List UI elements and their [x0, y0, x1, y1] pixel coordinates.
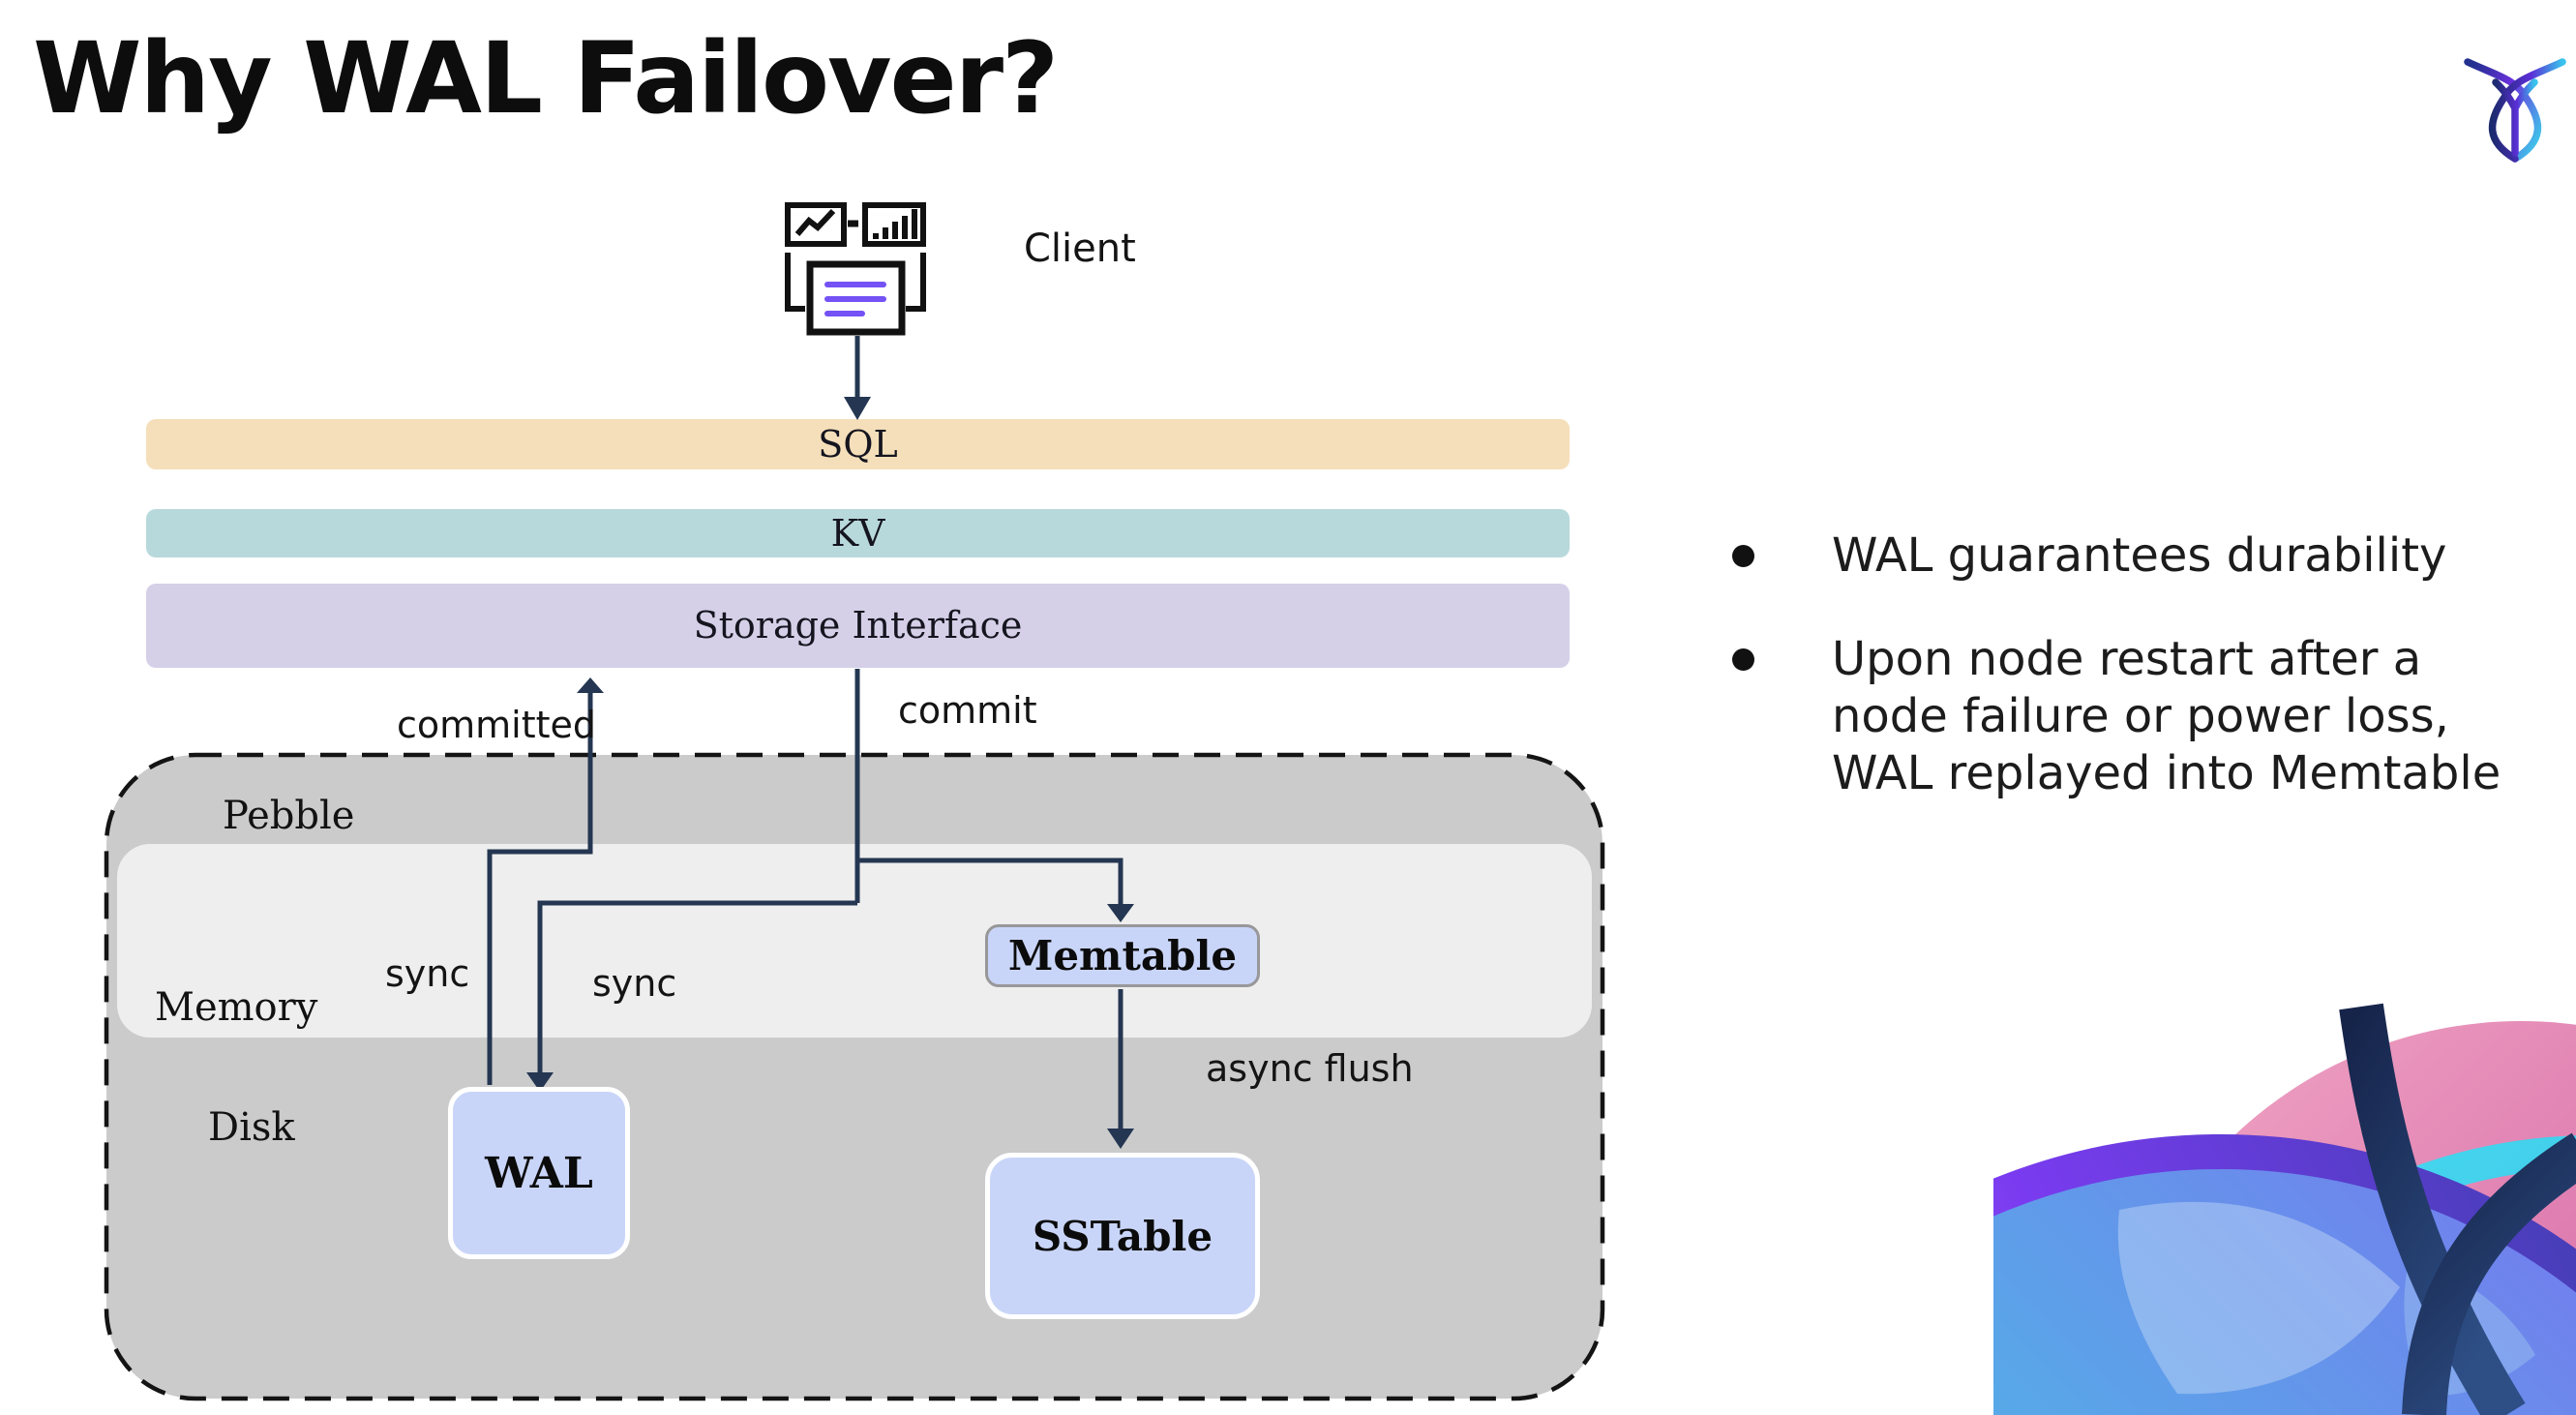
disk-label: Disk — [208, 1105, 295, 1150]
client-terminal-icon — [785, 202, 926, 336]
page-title: Why WAL Failover? — [33, 21, 1059, 136]
layer-bar-kv: KV — [146, 509, 1570, 557]
pebble-label: Pebble — [223, 794, 355, 838]
arrowhead-async-flush — [1107, 1129, 1134, 1149]
layer-bar-storage-interface: Storage Interface — [146, 584, 1570, 668]
edge-label-sync-left: sync — [385, 952, 470, 995]
bullet-list: WAL guarantees durability Upon node rest… — [1732, 527, 2576, 802]
arrowhead-client-sql — [844, 397, 871, 420]
list-item: Upon node restart after a node failure o… — [1732, 631, 2576, 802]
arrowhead-commit — [1107, 904, 1134, 922]
arrowhead-committed — [577, 677, 604, 693]
edge-label-commit: commit — [898, 689, 1037, 732]
client-label: Client — [1024, 226, 1136, 271]
memory-band — [117, 844, 1592, 1038]
bullet-dot-icon — [1732, 545, 1754, 567]
edge-label-committed: committed — [397, 704, 597, 746]
cockroachdb-brand-art — [1993, 1003, 2576, 1415]
cockroachdb-logo-icon — [2464, 58, 2566, 163]
bullet-text: WAL guarantees durability — [1832, 528, 2447, 583]
memtable-box: Memtable — [985, 924, 1260, 987]
layer-bar-sql: SQL — [146, 419, 1570, 469]
sstable-box: SSTable — [985, 1153, 1260, 1319]
memory-label: Memory — [155, 985, 318, 1030]
list-item: WAL guarantees durability — [1732, 527, 2576, 585]
edge-label-async-flush: async flush — [1206, 1047, 1414, 1090]
edge-label-sync-right: sync — [592, 962, 677, 1005]
bullet-text: Upon node restart after a node failure o… — [1832, 632, 2501, 800]
bullet-dot-icon — [1732, 648, 1754, 671]
wal-box: WAL — [448, 1087, 630, 1259]
